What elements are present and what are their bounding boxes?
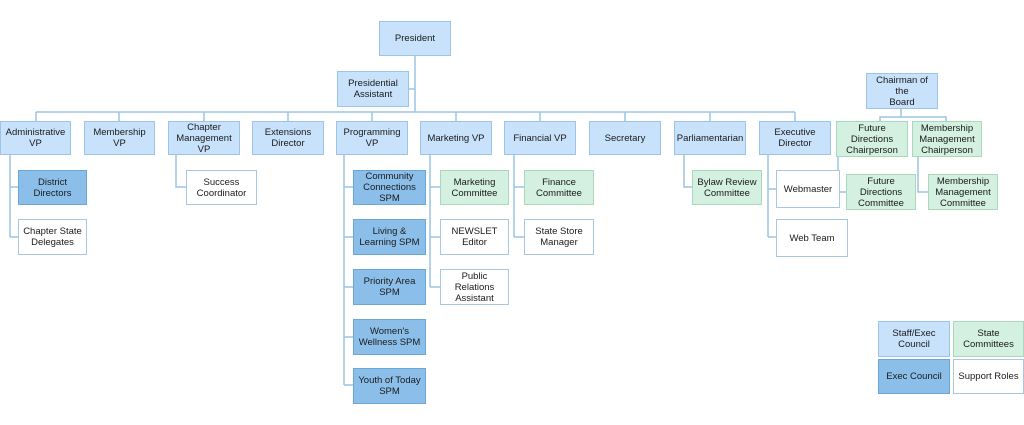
- living-learning-spm-box: Living & Learning SPM: [353, 219, 426, 255]
- legend-support-roles: Support Roles: [953, 359, 1024, 394]
- legend-staff-exec-council: Staff/Exec Council: [878, 321, 950, 357]
- president-box: President: [379, 21, 451, 56]
- presidential-assistant-box: Presidential Assistant: [337, 71, 409, 107]
- chairman-of-the-board-box: Chairman of the Board: [866, 73, 938, 109]
- finance-committee-box: Finance Committee: [524, 170, 594, 205]
- membership-management-chairperson-box: Membership Management Chairperson: [912, 121, 982, 157]
- parliamentarian-box: Parliamentarian: [674, 121, 746, 155]
- womens-wellness-spm-box: Women's Wellness SPM: [353, 319, 426, 355]
- public-relations-assistant-box: Public Relations Assistant: [440, 269, 509, 305]
- webmaster-box: Webmaster: [776, 170, 840, 208]
- community-connections-spm-box: Community Connections SPM: [353, 170, 426, 205]
- future-directions-chairperson-box: Future Directions Chairperson: [836, 121, 908, 157]
- chapter-management-vp-box: Chapter Management VP: [168, 121, 240, 155]
- executive-director-box: Executive Director: [759, 121, 831, 155]
- administrative-vp-box: Administrative VP: [0, 121, 71, 155]
- chapter-state-delegates-box: Chapter State Delegates: [18, 219, 87, 255]
- newsletter-editor-box: NEWSLET Editor: [440, 219, 509, 255]
- membership-management-committee-box: Membership Management Committee: [928, 174, 998, 210]
- legend-state-committees: State Committees: [953, 321, 1024, 357]
- membership-vp-box: Membership VP: [84, 121, 155, 155]
- marketing-vp-box: Marketing VP: [420, 121, 492, 155]
- secretary-box: Secretary: [589, 121, 661, 155]
- financial-vp-box: Financial VP: [504, 121, 576, 155]
- youth-of-today-spm-box: Youth of Today SPM: [353, 368, 426, 404]
- future-directions-committee-box: Future Directions Committee: [846, 174, 916, 210]
- priority-area-spm-box: Priority Area SPM: [353, 269, 426, 305]
- web-team-box: Web Team: [776, 219, 848, 257]
- success-coordinator-box: Success Coordinator: [186, 170, 257, 205]
- district-directors-box: District Directors: [18, 170, 87, 205]
- state-store-manager-box: State Store Manager: [524, 219, 594, 255]
- programming-vp-box: Programming VP: [336, 121, 408, 155]
- marketing-committee-box: Marketing Committee: [440, 170, 509, 205]
- extensions-director-box: Extensions Director: [252, 121, 324, 155]
- legend-exec-council: Exec Council: [878, 359, 950, 394]
- bylaw-review-committee-box: Bylaw Review Committee: [692, 170, 762, 205]
